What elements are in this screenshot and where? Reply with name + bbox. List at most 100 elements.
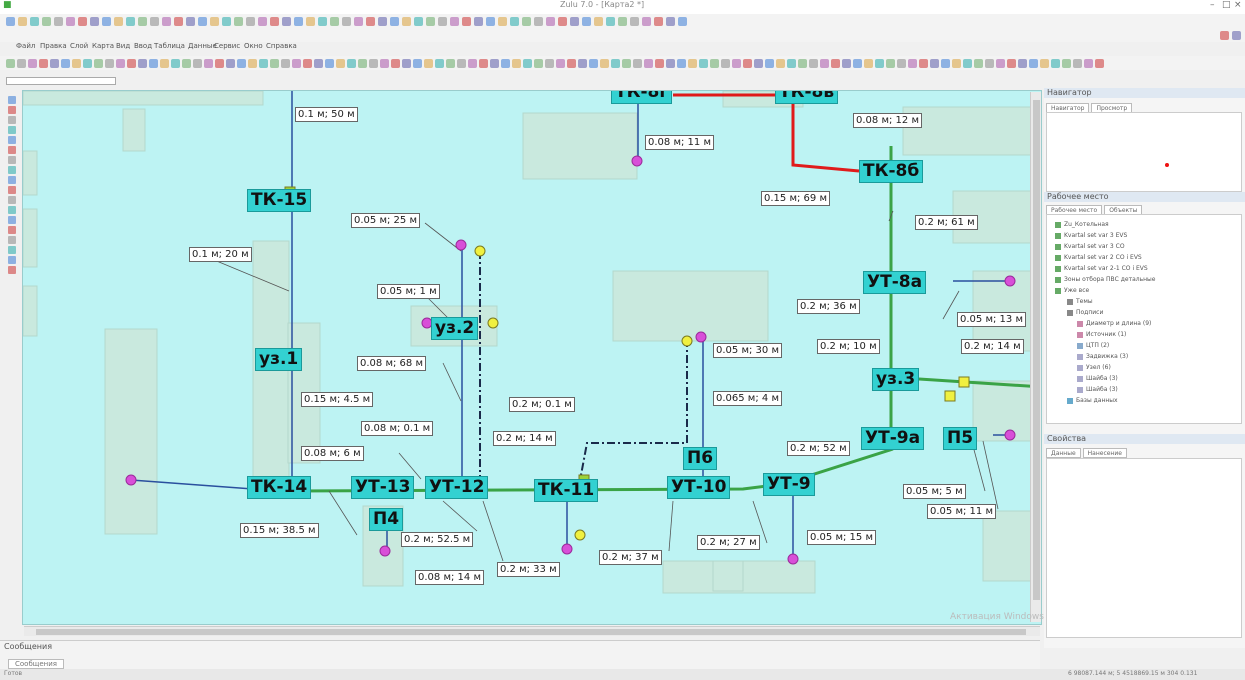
toolbar-button-icon[interactable] [234, 17, 243, 26]
toolbar-button-icon[interactable] [204, 59, 213, 68]
toolbar-button-icon[interactable] [198, 17, 207, 26]
pipe-label[interactable]: 0.08 м; 12 м [853, 113, 922, 128]
toolbar-button-icon[interactable] [72, 59, 81, 68]
tree-item[interactable]: Kvartal set var 2 CO i EVS [1055, 254, 1142, 261]
pipe-label[interactable]: 0.2 м; 33 м [497, 562, 560, 577]
toolbar-button-icon[interactable] [908, 59, 917, 68]
tool-icon[interactable] [8, 116, 16, 124]
toolbar-button-icon[interactable] [83, 59, 92, 68]
pipe-label[interactable]: 0.08 м; 68 м [357, 356, 426, 371]
toolbar-button-icon[interactable] [462, 17, 471, 26]
close-icon[interactable]: × [1234, 0, 1242, 10]
toolbar-button-icon[interactable] [655, 59, 664, 68]
toolbar-button-icon[interactable] [105, 59, 114, 68]
tree-item[interactable]: Kvartal set var 3 EVS [1055, 232, 1127, 239]
toolbar-button-icon[interactable] [963, 59, 972, 68]
toolbar-button-icon[interactable] [414, 17, 423, 26]
toolbar-button-icon[interactable] [66, 17, 75, 26]
toolbar-button-icon[interactable] [28, 59, 37, 68]
toolbar-button-icon[interactable] [102, 17, 111, 26]
toolbar-button-icon[interactable] [318, 17, 327, 26]
tree-item[interactable]: Шайба (3) [1077, 375, 1118, 382]
tool-icon[interactable] [8, 136, 16, 144]
toolbar-button-icon[interactable] [666, 59, 675, 68]
toolbar-button-icon[interactable] [570, 17, 579, 26]
toolbar-button-icon[interactable] [831, 59, 840, 68]
toolbar-button-icon[interactable] [186, 17, 195, 26]
toolbar-button-icon[interactable] [501, 59, 510, 68]
menu-view[interactable]: Вид [116, 42, 131, 50]
toolbar-button-icon[interactable] [754, 59, 763, 68]
toolbar-button-icon[interactable] [534, 59, 543, 68]
pipe-label[interactable]: 0.05 м; 1 м [377, 284, 440, 299]
pipe-label[interactable]: 0.2 м; 52.5 м [401, 532, 474, 547]
pipe-label[interactable]: 0.08 м; 14 м [415, 570, 484, 585]
toolbar-button-icon[interactable] [149, 59, 158, 68]
toolbar-button-icon[interactable] [246, 17, 255, 26]
menu-input[interactable]: Ввод [134, 42, 153, 50]
menu-service[interactable]: Сервис [214, 42, 241, 50]
toolbar-button-icon[interactable] [582, 17, 591, 26]
toolbar-button-icon[interactable] [1007, 59, 1016, 68]
toolbar-button-icon[interactable] [325, 59, 334, 68]
pipe-label[interactable]: 0.2 м; 52 м [787, 441, 850, 456]
toolbar-button-icon[interactable] [1062, 59, 1071, 68]
toolbar-button-icon[interactable] [450, 17, 459, 26]
toolbar-button-icon[interactable] [303, 59, 312, 68]
toolbar-button-icon[interactable] [222, 17, 231, 26]
toolbar-button-icon[interactable] [864, 59, 873, 68]
network-node[interactable]: П6 [683, 447, 718, 470]
toolbar-button-icon[interactable] [426, 17, 435, 26]
navigator-view[interactable] [1046, 112, 1242, 192]
pipe-label[interactable]: 0.2 м; 10 м [817, 339, 880, 354]
toolbar-button-icon[interactable] [930, 59, 939, 68]
toolbar-button-icon[interactable] [336, 59, 345, 68]
tool-icon[interactable] [8, 236, 16, 244]
toolbar-button-icon[interactable] [366, 17, 375, 26]
pipe-label[interactable]: 0.08 м; 6 м [301, 446, 364, 461]
network-node[interactable]: П5 [943, 427, 978, 450]
toolbar-button-icon[interactable] [78, 17, 87, 26]
toolbar-button-icon[interactable] [150, 17, 159, 26]
toolbar-button-icon[interactable] [732, 59, 741, 68]
toolbar-button-icon[interactable] [380, 59, 389, 68]
pipe-label[interactable]: 0.05 м; 13 м [957, 312, 1026, 327]
tree-item[interactable]: Базы данных [1067, 397, 1118, 404]
pipe-label[interactable]: 0.08 м; 0.1 м [361, 421, 434, 436]
toolbar-button-icon[interactable] [589, 59, 598, 68]
tool-icon[interactable] [8, 246, 16, 254]
toolbar-button-icon[interactable] [402, 59, 411, 68]
toolbar-button-icon[interactable] [446, 59, 455, 68]
toolbar-button-icon[interactable] [424, 59, 433, 68]
toolbar-button-icon[interactable] [258, 17, 267, 26]
toolbar-button-icon[interactable] [534, 17, 543, 26]
tree-item[interactable]: Зоны отбора ПВС детальные [1055, 276, 1155, 283]
toolbar-button-icon[interactable] [42, 17, 51, 26]
tool-icon[interactable] [8, 166, 16, 174]
toolbar-button-icon[interactable] [402, 17, 411, 26]
toolbar-button-icon[interactable] [126, 17, 135, 26]
tab-drawing[interactable]: Нанесение [1082, 448, 1127, 458]
pipe-label[interactable]: 0.2 м; 27 м [697, 535, 760, 550]
menu-file[interactable]: Файл [16, 42, 36, 50]
toolbar-button-icon[interactable] [1018, 59, 1027, 68]
toolbar-button-icon[interactable] [1029, 59, 1038, 68]
tool-icon[interactable] [8, 216, 16, 224]
toolbar-button-icon[interactable] [666, 17, 675, 26]
map-horizontal-scrollbar[interactable] [24, 626, 1040, 636]
toolbar-button-icon[interactable] [292, 59, 301, 68]
toolbar-button-icon[interactable] [6, 17, 15, 26]
toolbar-button-icon[interactable] [486, 17, 495, 26]
tree-item[interactable]: Темы [1067, 298, 1093, 305]
toolbar-button-icon[interactable] [6, 59, 15, 68]
tree-item[interactable]: Уже все [1055, 287, 1089, 294]
toolbar-button-icon[interactable] [776, 59, 785, 68]
toolbar-button-icon[interactable] [556, 59, 565, 68]
toolbar-button-icon[interactable] [306, 17, 315, 26]
toolbar-button-icon[interactable] [39, 59, 48, 68]
scroll-thumb[interactable] [36, 629, 1026, 635]
toolbar-button-icon[interactable] [633, 59, 642, 68]
toolbar-button-icon[interactable] [985, 59, 994, 68]
network-node[interactable]: УТ-13 [351, 476, 415, 499]
toolbar-button-icon[interactable] [270, 17, 279, 26]
